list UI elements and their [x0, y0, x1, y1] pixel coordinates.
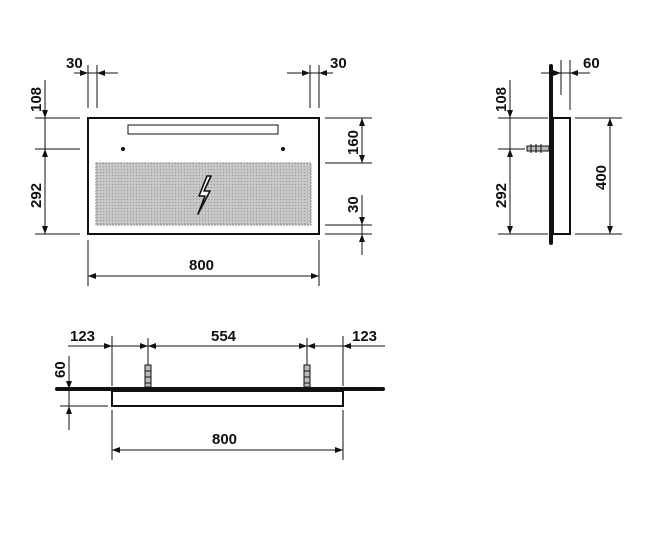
dim-top-width: 800 [212, 431, 237, 448]
dim-side-depth: 60 [583, 55, 600, 72]
dim-top-mount-spacing: 554 [211, 328, 237, 345]
side-bracket [526, 145, 550, 152]
dim-top-offset-right: 123 [352, 328, 377, 345]
top-body [111, 390, 344, 407]
top-view: 123 554 123 60 800 [52, 328, 385, 460]
dim-front-bottom-gap: 30 [345, 196, 362, 213]
mount-dot-left [121, 147, 125, 151]
anchor-left [144, 338, 152, 388]
dim-side-top-offset: 108 [493, 87, 510, 112]
front-body [87, 117, 320, 235]
side-body [552, 117, 571, 235]
mirror-panel [95, 162, 312, 226]
dim-front-width: 800 [189, 257, 214, 274]
anchor-right [303, 338, 311, 388]
dim-front-gap-right: 30 [330, 55, 347, 72]
dim-top-offset-left: 123 [70, 328, 95, 345]
dim-side-height: 400 [593, 165, 610, 190]
front-view: 30 30 108 292 160 30 [28, 55, 372, 286]
dim-top-thickness: 60 [52, 361, 69, 378]
dim-front-gap-left: 30 [66, 55, 83, 72]
side-view: 60 108 292 400 [493, 55, 622, 245]
dim-side-mount-height: 292 [493, 183, 510, 208]
mount-dot-right [281, 147, 285, 151]
light-bar [127, 124, 279, 135]
dim-front-light-height: 160 [345, 130, 362, 155]
electrical-icon [197, 175, 212, 215]
dim-front-mount-height: 292 [28, 183, 45, 208]
dim-front-top-offset: 108 [28, 87, 45, 112]
